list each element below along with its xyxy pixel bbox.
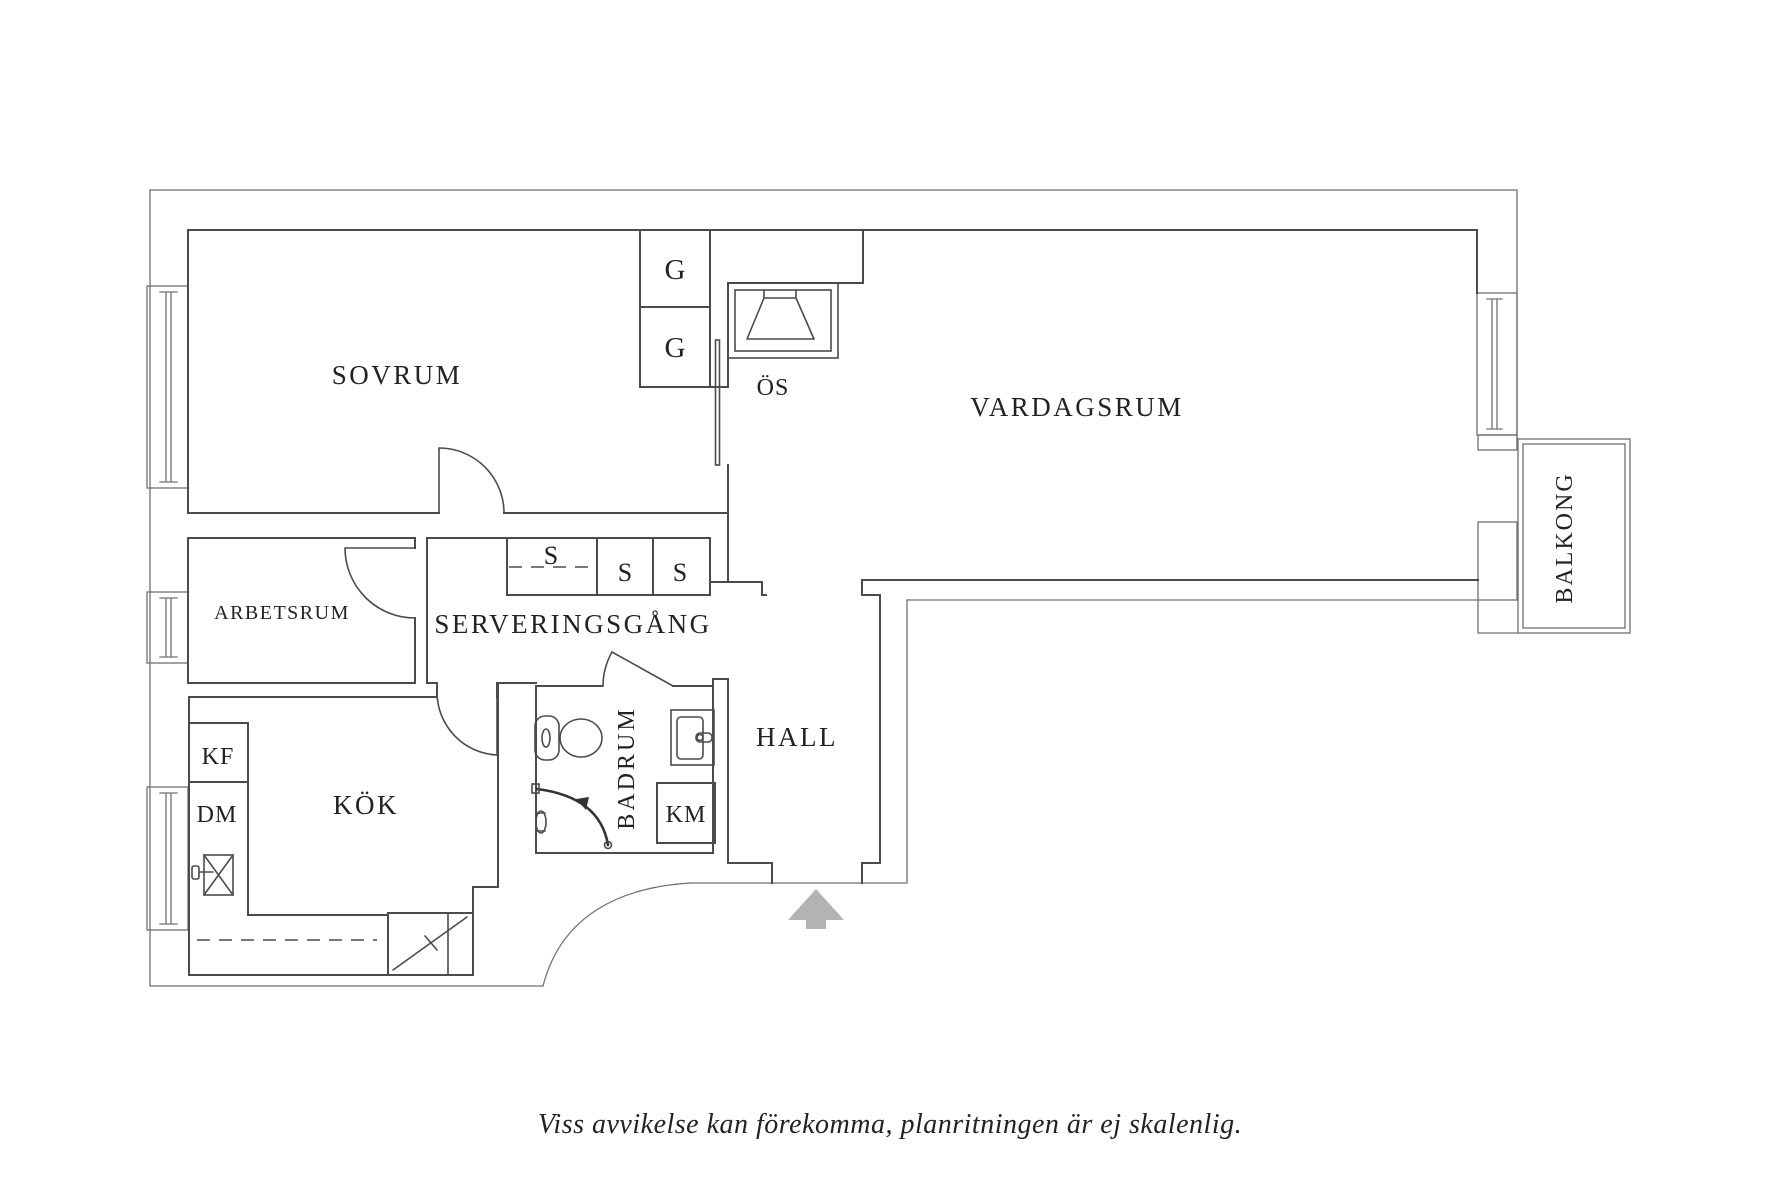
room-label-serveringsgang: SERVERINGSGÅNG	[434, 609, 711, 639]
feature-label-washer: KM	[666, 802, 707, 828]
feature-label-closet-2: S	[618, 558, 632, 587]
room-label-vardagsrum: VARDAGSRUM	[970, 392, 1184, 422]
room-label-hall: HALL	[756, 722, 838, 752]
kitchen-counter	[188, 722, 474, 976]
feature-label-wardrobe-2: G	[665, 332, 686, 364]
room-label-arbetsrum: ARBETSRUM	[214, 602, 350, 624]
window-arbetsrum	[146, 591, 189, 664]
wardrobe-boxes	[506, 229, 711, 596]
window-kok	[146, 786, 189, 931]
room-label-balkong: BALKONG	[1552, 472, 1578, 603]
kitchen-sink	[191, 854, 234, 896]
entrance-arrow	[788, 889, 844, 929]
exterior-walls	[149, 189, 1519, 987]
room-label-sovrum: SOVRUM	[332, 360, 463, 390]
fireplace-symbol	[727, 282, 839, 359]
sliding-door	[714, 339, 721, 466]
washbasin	[670, 709, 715, 766]
window-vardagsrum	[1476, 292, 1518, 601]
feature-label-fireplace: ÖS	[757, 375, 790, 401]
feature-label-wardrobe-1: G	[665, 254, 686, 286]
door-arbetsrum	[344, 547, 416, 619]
feature-label-closet-1: S	[544, 541, 558, 570]
door-badrum	[602, 651, 674, 687]
washing-machine-box	[656, 782, 716, 844]
feature-label-closet-3: S	[673, 558, 687, 587]
feature-label-fridge: KF	[202, 744, 235, 770]
feature-label-dishwasher: DM	[197, 802, 238, 828]
footer-disclaimer: Viss avvikelse kan förekomma, planritnin…	[538, 1109, 1242, 1140]
door-sovrum	[438, 447, 505, 514]
room-label-badrum: BADRUM	[614, 706, 640, 829]
interior-walls	[187, 229, 1479, 976]
shower-door	[531, 783, 613, 850]
toilet	[534, 715, 603, 761]
door-kok	[436, 691, 498, 756]
room-label-kok: KÖK	[333, 790, 399, 820]
window-sovrum	[146, 285, 189, 489]
balcony	[1517, 438, 1631, 634]
